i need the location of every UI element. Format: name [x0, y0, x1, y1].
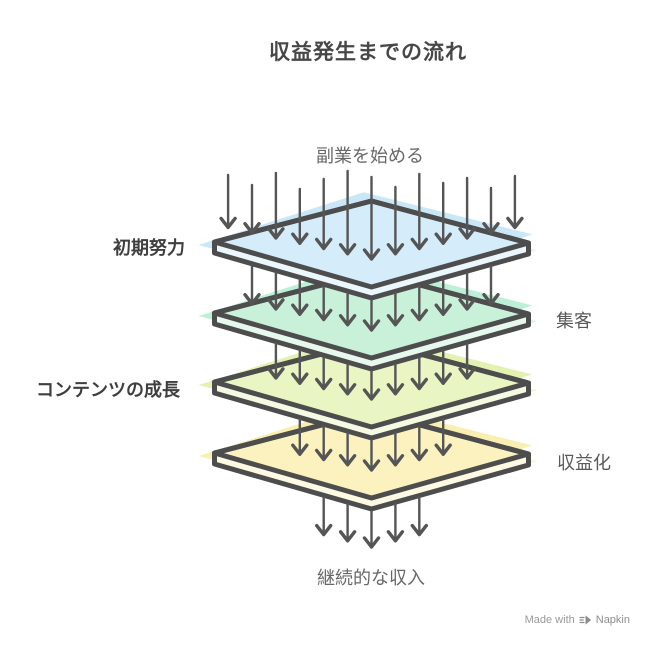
stage-label-content-growth: コンテンツの成長: [36, 380, 180, 400]
stage-label-initial-effort: 初期努力: [113, 238, 185, 258]
watermark-brand: Napkin: [595, 614, 630, 626]
watermark-prefix: Made with: [524, 614, 575, 626]
stage-label-attract-customers: 集客: [556, 311, 592, 331]
flow-end-label: 継続的な収入: [317, 568, 425, 588]
layer-0: [198, 192, 538, 301]
napkin-logo-icon: [579, 615, 591, 625]
flow-arrows: [219, 169, 524, 549]
flow-start-label: 副業を始める: [316, 146, 424, 166]
diagram-title: 収益発生までの流れ: [269, 41, 467, 64]
stage-label-monetization: 収益化: [557, 453, 611, 473]
watermark: Made with Napkin: [525, 614, 630, 626]
